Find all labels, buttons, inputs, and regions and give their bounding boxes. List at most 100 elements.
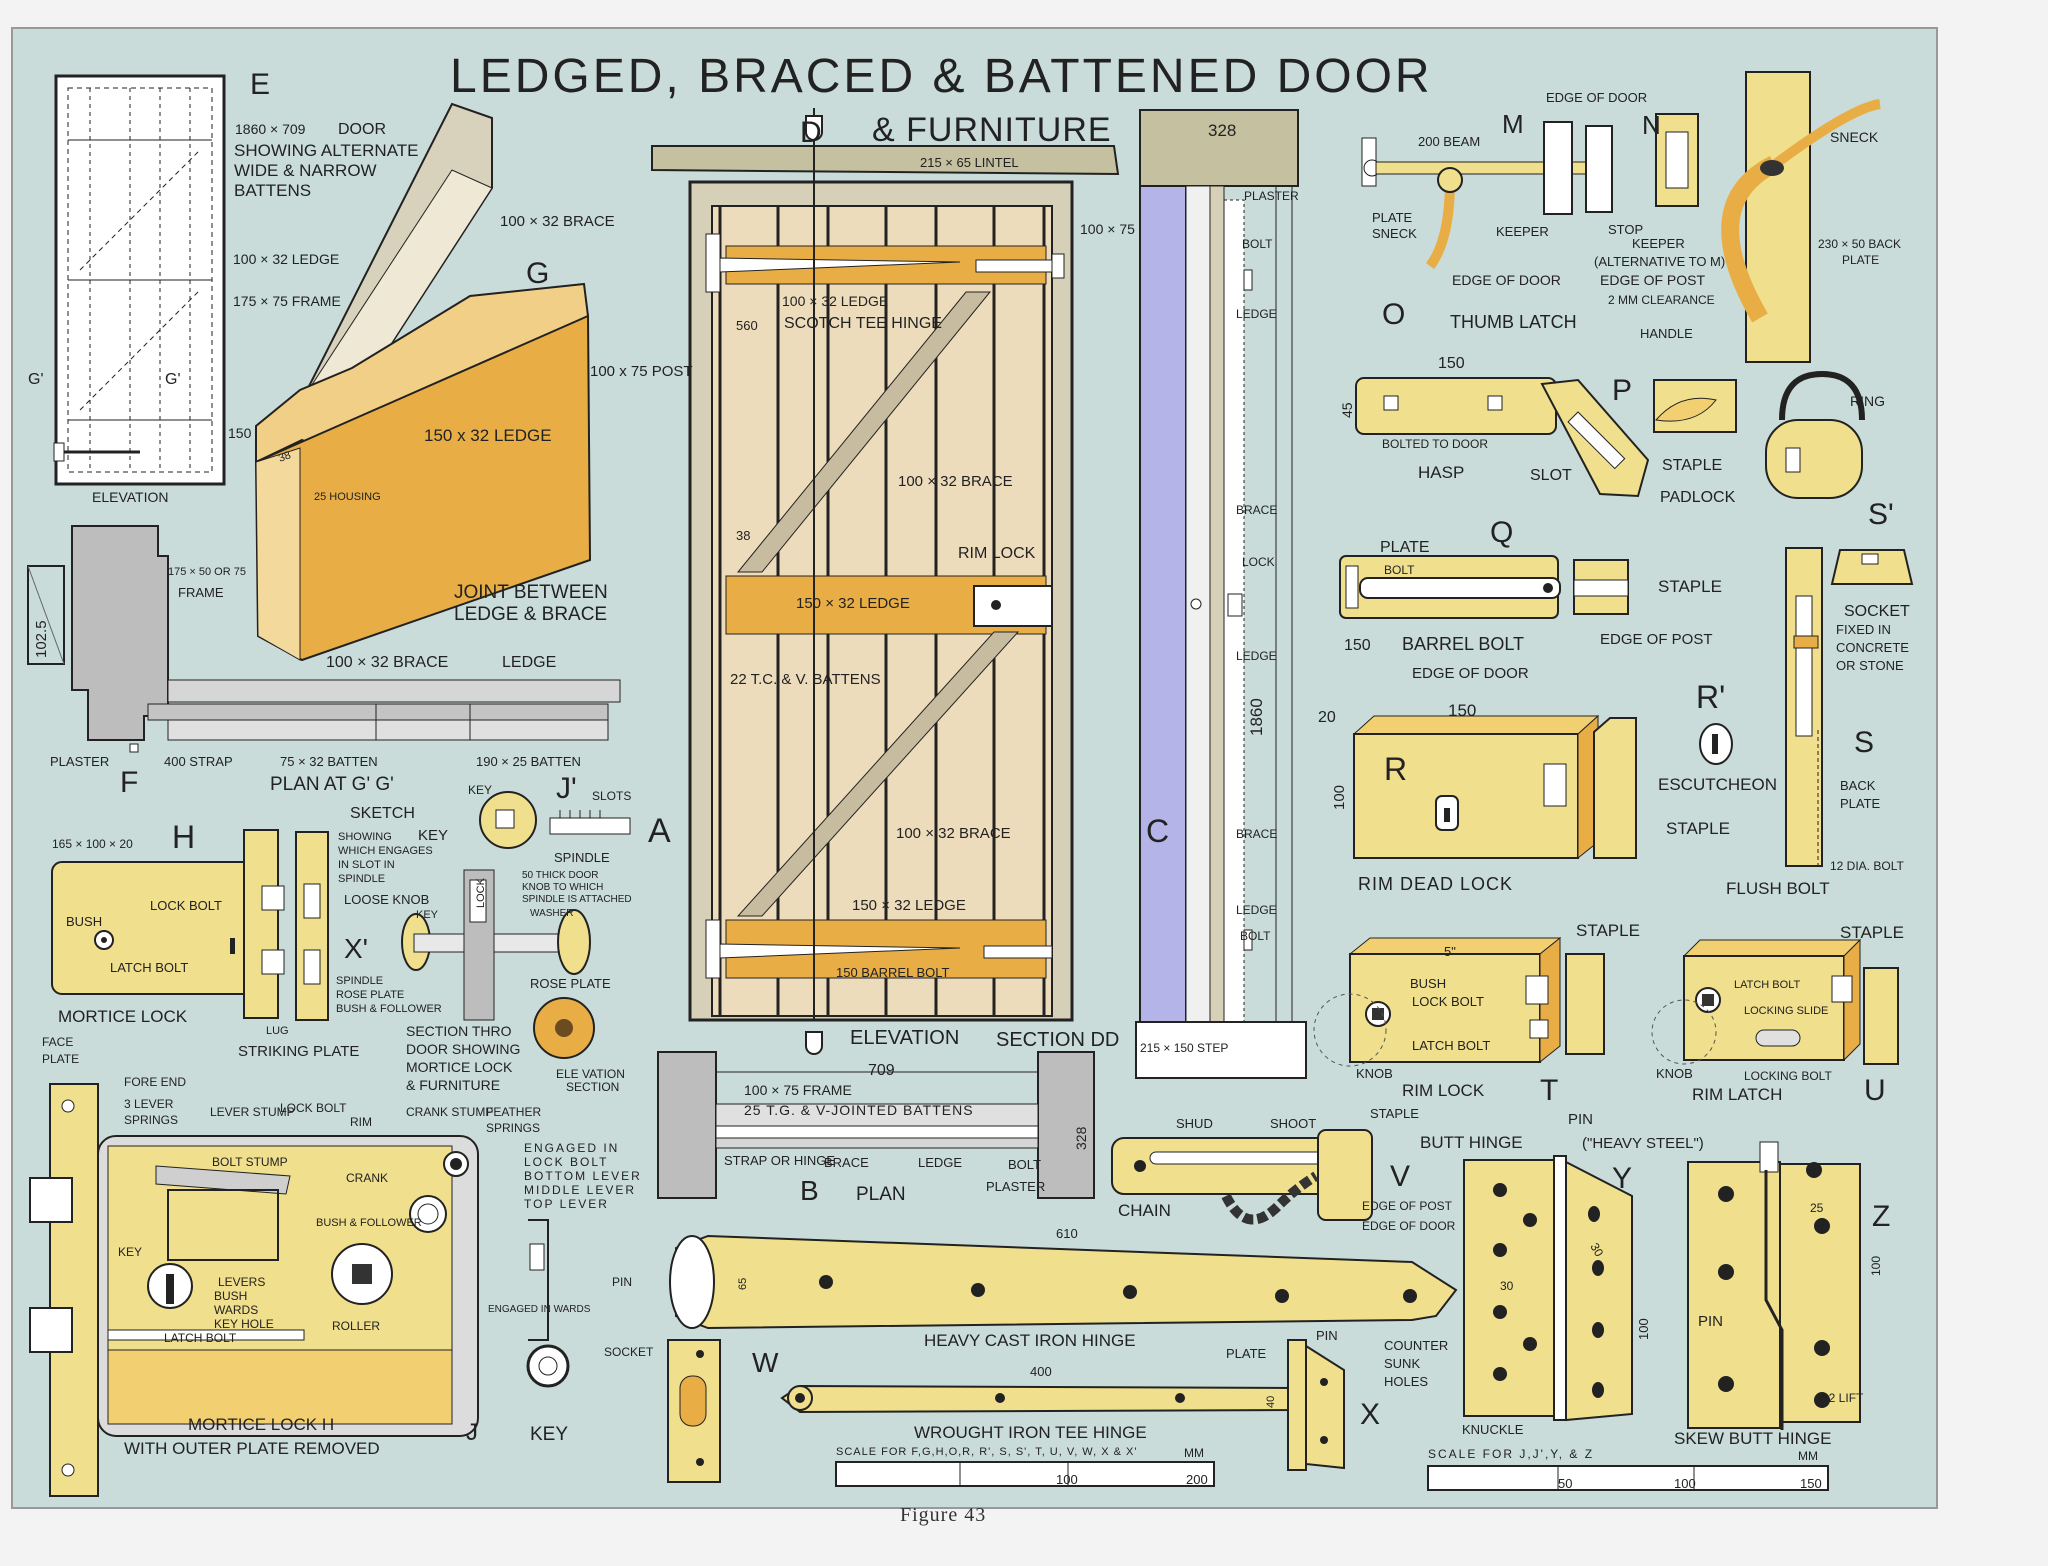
j-engaged-wards: ENGAGED IN WARDS [488, 1304, 591, 1315]
h-mortice-lock: MORTICE LOCK [58, 1007, 188, 1026]
letter-u: U [1864, 1074, 1886, 1107]
s-back-plate-2: PLATE [1840, 796, 1881, 811]
h-size: 165 × 100 × 20 [52, 837, 133, 851]
letter-c: C [1146, 813, 1169, 849]
b-plaster: PLASTER [986, 1179, 1045, 1194]
p-bolted: BOLTED TO DOOR [1382, 437, 1488, 451]
scale-right-150: 150 [1800, 1476, 1822, 1491]
p-staple: STAPLE [1662, 457, 1722, 474]
y-dim-30a: 30 [1500, 1279, 1514, 1293]
v-staple: STAPLE [1370, 1106, 1419, 1121]
j-engaged-4: MIDDLE LEVER [524, 1183, 636, 1197]
z-skew: SKEW BUTT HINGE [1674, 1429, 1831, 1448]
u-title: RIM LATCH [1692, 1085, 1782, 1104]
j-springs-2: SPRINGS [486, 1121, 540, 1135]
thumb-latch-o [1361, 71, 1881, 363]
c-brace-lower: BRACE [1236, 827, 1277, 841]
t-bush: BUSH [1410, 976, 1446, 991]
letter-gp-right: G' [165, 371, 181, 388]
x-slots: SLOTS [592, 789, 631, 803]
j-roller: ROLLER [332, 1319, 380, 1333]
w-pin: PIN [612, 1275, 632, 1289]
o-stop: STOP [1608, 222, 1643, 237]
scale-left-100: 100 [1056, 1472, 1078, 1487]
f-frame: 175 × 50 OR 75 [168, 566, 246, 578]
x-plate: PLATE [1226, 1346, 1267, 1361]
o-handle: HANDLE [1640, 326, 1693, 341]
w-dim-610: 610 [1056, 1226, 1078, 1241]
letter-x: X [1360, 1398, 1380, 1431]
o-edge-door: EDGE OF DOOR [1546, 90, 1647, 105]
j-face-plate-2: PLATE [42, 1052, 79, 1066]
z-dim-25: 25 [1810, 1201, 1824, 1215]
r-dim-100: 100 [1331, 785, 1348, 810]
t-lock-bolt: LOCK BOLT [1412, 994, 1484, 1009]
t-dim-5: 5" [1444, 944, 1456, 959]
letter-gp-left: G' [28, 371, 44, 388]
y-heavy: ("HEAVY STEEL") [1582, 1135, 1704, 1152]
y-dim-30b: 30 [1587, 1241, 1606, 1260]
w-socket: SOCKET [604, 1345, 654, 1359]
page-subtitle: & FURNITURE [872, 111, 1112, 149]
f-brace: 100 × 32 BRACE [326, 654, 448, 671]
j-fore-end: FORE END [124, 1075, 186, 1089]
c-ledge: LEDGE [1236, 307, 1277, 321]
rim-latch-u [1651, 938, 1899, 1065]
scale-right [1427, 1465, 1829, 1491]
r-staple: STAPLE [1666, 819, 1730, 838]
scale-left-200: 200 [1186, 1472, 1208, 1487]
q-edge-door: EDGE OF DOOR [1412, 665, 1529, 682]
f-batten-75: 75 × 32 BATTEN [280, 754, 378, 769]
letter-sp: S' [1868, 498, 1894, 531]
a-post: 100 x 75 POST [590, 363, 693, 380]
x-lock: LOCK [475, 877, 487, 908]
a-brace-lower: 100 × 32 BRACE [896, 825, 1011, 842]
x-which: WHICH ENGAGES [338, 845, 433, 857]
j-key-hole: KEY HOLE [214, 1317, 274, 1331]
letter-r: R [1384, 751, 1407, 787]
c-plaster: PLASTER [1244, 189, 1299, 203]
flush-bolt-s [1785, 547, 1914, 867]
x-section-1: SECTION THRO [406, 1023, 512, 1039]
s-dia: 12 DIA. BOLT [1830, 859, 1904, 873]
j-engaged-1: ENGAGED IN [524, 1141, 619, 1155]
h-bush: BUSH [66, 914, 102, 929]
scale-right-100: 100 [1674, 1476, 1696, 1491]
f-ledge: LEDGE [502, 654, 556, 671]
t-knob: KNOB [1356, 1066, 1393, 1081]
c-brace: BRACE [1236, 503, 1277, 517]
letter-v: V [1390, 1160, 1410, 1193]
a-lintel: 215 × 65 LINTEL [920, 155, 1019, 170]
c-dim-328: 328 [1208, 121, 1236, 140]
hasp-padlock-p [1355, 370, 1865, 499]
a-hinge: SCOTCH TEE HINGE [784, 315, 942, 332]
a-battens: 22 T.C. & V. BATTENS [730, 671, 881, 688]
h-lock-bolt: LOCK BOLT [150, 898, 222, 913]
section-c [1135, 109, 1307, 1079]
s-title: FLUSH BOLT [1726, 879, 1830, 898]
y-pin: PIN [1568, 1111, 1593, 1128]
y-knuckle: KNUCKLE [1462, 1422, 1524, 1437]
s-fixed-2: CONCRETE [1836, 640, 1909, 655]
o-title: THUMB LATCH [1450, 312, 1577, 332]
e-showing: SHOWING ALTERNATE [234, 141, 419, 160]
page-title: LEDGED, BRACED & BATTENED DOOR [450, 50, 1433, 103]
a-barrel-bolt: 150 BARREL BOLT [836, 965, 949, 980]
o-sneck: SNECK [1372, 226, 1417, 241]
j-key: KEY [118, 1245, 142, 1259]
door-a-elevation [651, 108, 1120, 1055]
v-edge-door: EDGE OF DOOR [1362, 1219, 1456, 1233]
letter-a: A [648, 812, 671, 850]
f-plan: PLAN AT G' G' [270, 774, 394, 795]
g-housing: 25 HOUSING [314, 491, 381, 503]
p-padlock: PADLOCK [1660, 489, 1736, 506]
j-bush: BUSH [214, 1289, 247, 1303]
o-clearance: 2 MM CLEARANCE [1608, 293, 1715, 307]
x-elevation-2: SECTION [566, 1080, 619, 1094]
g-joint-1: JOINT BETWEEN [454, 582, 608, 603]
letter-p: P [1612, 374, 1632, 407]
y-butt: BUTT HINGE [1420, 1133, 1523, 1152]
x-section-4: & FURNITURE [406, 1077, 500, 1093]
j-levers: LEVERS [218, 1275, 265, 1289]
